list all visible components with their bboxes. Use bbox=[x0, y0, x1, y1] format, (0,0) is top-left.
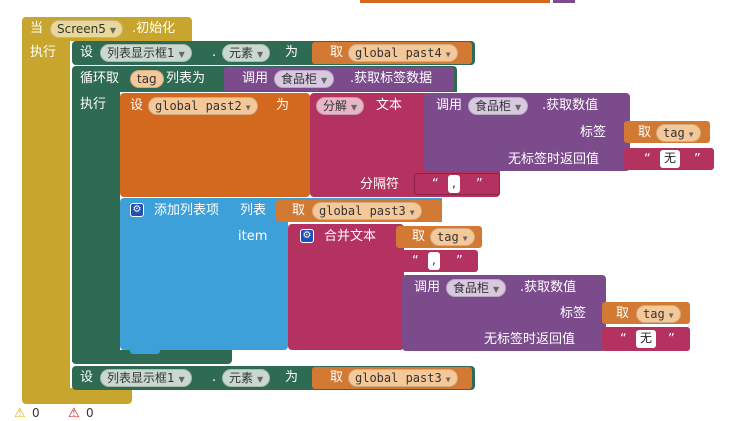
call1-default-quote-open: “ bbox=[644, 152, 651, 167]
call2-default-quote-close: ” bbox=[668, 332, 675, 347]
join-gear-icon[interactable]: ⚙ bbox=[300, 229, 314, 243]
add-get-label: 取 bbox=[292, 203, 306, 218]
screen-dropdown[interactable]: Screen5▼ bbox=[50, 20, 124, 38]
call-get-tags-block[interactable] bbox=[224, 67, 454, 91]
add-items-label: 添加列表项 bbox=[154, 203, 220, 218]
split-sep-quote-close: ” bbox=[476, 177, 483, 192]
set1-var-dropdown[interactable]: global past4▼ bbox=[348, 44, 458, 62]
foreach-do-label: 执行 bbox=[80, 97, 107, 112]
event-init-label: .初始化 bbox=[132, 21, 176, 36]
join-label: 合并文本 bbox=[324, 229, 377, 244]
call2-default-label: 无标签时返回值 bbox=[484, 332, 576, 347]
call1-component-dropdown[interactable]: 食品柜▼ bbox=[468, 97, 529, 115]
call1-method: .获取数值 bbox=[542, 98, 599, 113]
set3-set-label: 设 bbox=[80, 370, 94, 385]
foreach-bottom bbox=[72, 350, 232, 364]
error-count: 0 bbox=[86, 406, 94, 420]
join-tag-dropdown[interactable]: tag▼ bbox=[430, 228, 475, 246]
call2-label: 调用 bbox=[414, 280, 441, 295]
call-get-tags-label: 调用 bbox=[242, 71, 269, 86]
call2-get-label: 取 bbox=[616, 306, 630, 321]
join-sep-value[interactable]: , bbox=[428, 252, 440, 270]
call1-default-label: 无标签时返回值 bbox=[508, 152, 600, 167]
event-block-left-bar bbox=[22, 40, 70, 395]
split-sep-quote-open: “ bbox=[432, 177, 439, 192]
set1-get-label: 取 bbox=[330, 45, 344, 60]
call2-default-quote-open: “ bbox=[620, 332, 627, 347]
set3-component-dropdown[interactable]: 列表显示框1▼ bbox=[100, 369, 192, 387]
join-text-block[interactable] bbox=[288, 224, 404, 350]
event-block-bottom bbox=[22, 388, 132, 404]
set1-dot: . bbox=[212, 45, 217, 60]
warning-count: 0 bbox=[32, 406, 40, 420]
call2-component-dropdown[interactable]: 食品柜▼ bbox=[446, 279, 507, 297]
add-list-var-dropdown[interactable]: global past3▼ bbox=[312, 202, 422, 220]
add-items-list-label: 列表 bbox=[240, 203, 267, 218]
join-sep-quote-close: ” bbox=[456, 254, 463, 269]
add-item-label: item bbox=[238, 229, 268, 244]
set3-to-label: 为 bbox=[285, 370, 299, 385]
set3-property-dropdown[interactable]: 元素▼ bbox=[222, 369, 271, 387]
call-get-tags-component[interactable]: 食品柜▼ bbox=[274, 70, 335, 88]
event-when-label: 当 bbox=[30, 21, 44, 36]
foreach-item-field[interactable]: tag bbox=[130, 70, 164, 88]
set1-set-label: 设 bbox=[80, 45, 94, 60]
call2-default-value[interactable]: 无 bbox=[636, 330, 657, 348]
set1-to-label: 为 bbox=[285, 45, 299, 60]
add-items-to-list-block[interactable] bbox=[120, 198, 288, 350]
split-sep-value[interactable]: , bbox=[448, 175, 460, 193]
join-sep-quote-open: “ bbox=[412, 254, 419, 269]
call1-default-quote-close: ” bbox=[694, 152, 701, 167]
split-text-label: 文本 bbox=[376, 98, 403, 113]
set3-dot: . bbox=[212, 370, 217, 385]
call2-tag-dropdown[interactable]: tag▼ bbox=[636, 305, 681, 323]
call1-label: 调用 bbox=[436, 98, 463, 113]
foreach-label: 循环取 bbox=[80, 71, 120, 86]
set3-var-dropdown[interactable]: global past3▼ bbox=[348, 369, 458, 387]
warning-icon[interactable]: ⚠ bbox=[14, 406, 26, 421]
call2-tag-label: 标签 bbox=[560, 306, 587, 321]
foreach-in-label: 列表为 bbox=[166, 71, 206, 86]
set2-to-label: 为 bbox=[276, 98, 290, 113]
set1-property-dropdown[interactable]: 元素▼ bbox=[222, 44, 271, 62]
offscreen-block-top-right[interactable] bbox=[553, 0, 575, 3]
error-icon[interactable]: ⚠ bbox=[68, 406, 80, 421]
call1-get-label: 取 bbox=[638, 125, 652, 140]
set2-var-dropdown[interactable]: global past2▼ bbox=[148, 97, 258, 115]
join-get-label: 取 bbox=[412, 229, 426, 244]
foreach-left-bar bbox=[72, 90, 120, 362]
offscreen-block-top[interactable] bbox=[360, 0, 550, 3]
add-items-gear-icon[interactable]: ⚙ bbox=[130, 203, 144, 217]
set1-component-dropdown[interactable]: 列表显示框1▼ bbox=[100, 44, 192, 62]
call-get-tags-method: .获取标签数据 bbox=[350, 71, 433, 86]
set3-get-label: 取 bbox=[330, 370, 344, 385]
call1-default-value[interactable]: 无 bbox=[660, 150, 681, 168]
call1-tag-label: 标签 bbox=[580, 125, 607, 140]
call2-method: .获取数值 bbox=[520, 280, 577, 295]
call1-tag-dropdown[interactable]: tag▼ bbox=[656, 124, 701, 142]
event-do-label: 执行 bbox=[30, 45, 57, 60]
add-items-bottom-notch bbox=[130, 348, 160, 354]
split-op-dropdown[interactable]: 分解▼ bbox=[316, 97, 365, 115]
set2-set-label: 设 bbox=[130, 98, 144, 113]
split-sep-label: 分隔符 bbox=[360, 177, 400, 192]
